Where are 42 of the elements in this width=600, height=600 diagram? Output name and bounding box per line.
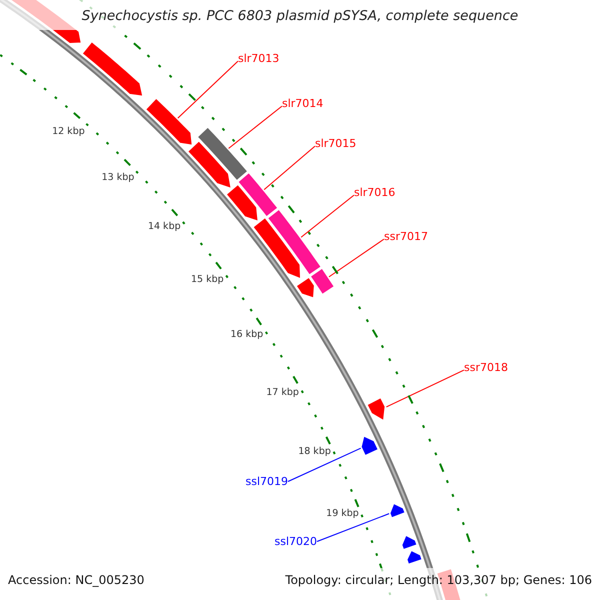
gene-segment <box>187 140 232 189</box>
gene-label: slr7016 <box>354 186 396 199</box>
gene-label: slr7014 <box>282 97 324 110</box>
gene-segment <box>366 397 386 421</box>
leader-line <box>328 238 384 278</box>
scale-label: 15 kbp <box>190 272 224 286</box>
gene-segment <box>360 436 379 456</box>
leader-line <box>316 513 390 542</box>
gene-block <box>267 208 322 276</box>
gene-block <box>238 172 278 218</box>
scale-label: 16 kbp <box>230 328 264 341</box>
scale-label: 13 kbp <box>102 171 134 184</box>
gene-segment <box>406 550 422 565</box>
gene-segment <box>296 276 315 298</box>
gene-segment <box>390 503 406 518</box>
gene-segment <box>82 41 144 96</box>
summary-text: Topology: circular; Length: 103,307 bp; Genes: 106 <box>285 574 592 587</box>
leader-line <box>228 106 282 149</box>
leader-line <box>300 194 354 238</box>
scale-label: 14 kbp <box>148 220 181 234</box>
leader-line <box>177 60 238 119</box>
gene-segment <box>226 184 258 222</box>
accession-text: Accession: NC_005230 <box>8 574 144 587</box>
gene-block <box>310 268 335 295</box>
leader-line <box>288 448 362 482</box>
gene-label: ssl7020 <box>274 535 317 548</box>
title: Synechocystis sp. PCC 6803 plasmid pSYSA, complete sequence <box>82 10 518 23</box>
gene-label: slr7013 <box>238 52 280 65</box>
scale-label: 12 kbp <box>52 124 85 138</box>
scale-label: 18 kbp <box>298 445 331 458</box>
gene-block <box>197 126 248 181</box>
gene-segment <box>252 217 301 280</box>
gene-label: ssr7017 <box>384 230 428 243</box>
gene-label: ssl7019 <box>245 475 288 488</box>
gene-segment <box>145 98 193 146</box>
scale-label: 19 kbp <box>326 507 359 520</box>
gene-label: slr7015 <box>315 137 356 150</box>
leader-line <box>386 370 464 408</box>
gene-segment <box>402 534 418 550</box>
leader-line <box>264 146 316 190</box>
gene-label: ssr7018 <box>464 361 508 374</box>
scale-label: 17 kbp <box>266 386 299 398</box>
